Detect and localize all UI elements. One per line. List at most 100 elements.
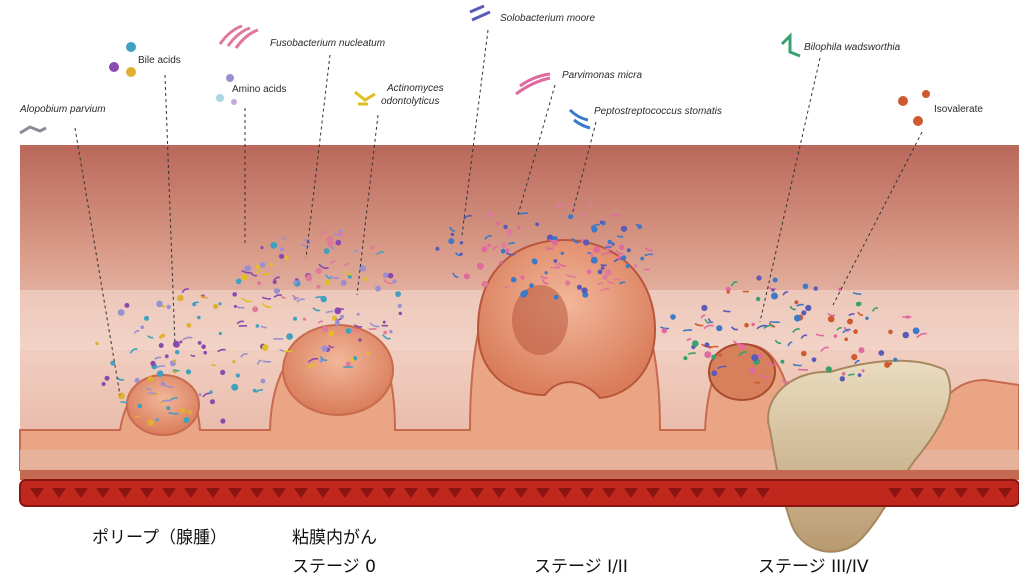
metabolite-dot [878,350,884,356]
metabolite-dot [587,270,592,275]
metabolite-dot [801,351,807,357]
metabolite-dot [199,393,202,396]
isovalerate-glyph [898,96,908,106]
metabolite-dot [826,366,832,372]
fusobacterium-glyph [220,26,258,48]
metabolite-dot [188,410,192,414]
bacterium-rod [121,402,128,403]
metabolite-dot [253,389,257,393]
label-actinomyces-line1: Actinomyces [387,83,444,95]
metabolite-dot [261,379,266,384]
metabolite-dot [186,369,191,374]
metabolite-dot [751,354,758,361]
bacterium-rod [617,236,623,237]
metabolite-dot [399,312,402,315]
metabolite-dot [220,418,225,423]
bilophila-glyph [782,36,800,56]
metabolite-dot [844,338,848,342]
metabolite-dot [716,325,722,331]
metabolite-dot [704,351,711,358]
actinomyces-glyph [355,92,375,104]
metabolite-dot [464,273,470,279]
metabolite-dot [364,277,367,280]
metabolite-dot [305,274,312,281]
metabolite-dot [232,292,237,297]
bacterium-rod [683,330,692,331]
metabolite-dot [293,317,297,321]
metabolite-dot [771,293,778,300]
metabolite-dot [583,213,587,217]
metabolite-dot [102,382,106,386]
metabolite-dot [274,288,280,294]
metabolite-dot [167,305,171,309]
metabolite-dot [590,253,594,257]
metabolite-dot [568,214,573,219]
metabolite-dot [388,273,394,279]
metabolite-dot [398,304,402,308]
metabolite-dot [583,239,589,245]
metabolite-dot [286,333,293,340]
bacterium-rod [504,287,508,288]
metabolite-dot [865,317,868,320]
metabolite-dot [477,263,484,270]
metabolite-dot [573,208,576,211]
label-solobacterium-moore: Solobacterium moore [500,13,595,25]
metabolite-dot [581,287,587,293]
metabolite-dot [503,225,507,229]
metabolite-dot [256,265,260,269]
metabolite-dot [157,370,164,377]
metabolite-dot [156,418,159,421]
metabolite-dot [257,281,261,285]
metabolite-dot [255,324,259,328]
isovalerate-glyph [922,90,930,98]
metabolite-dot [577,285,582,290]
metabolite-dot [612,243,615,246]
metabolite-dot [316,268,322,274]
metabolite-dot [234,305,237,308]
polyp-mucosal-cancer [283,325,393,415]
metabolite-dot [383,273,388,278]
metabolite-dot [520,275,524,279]
metabolite-dot [317,285,321,289]
metabolite-dot [201,344,206,349]
solobacterium-glyph [470,6,490,20]
metabolite-dot [346,328,352,334]
amino-acid-glyph [216,94,224,102]
metabolite-dot [220,370,225,375]
metabolite-dot [435,247,439,251]
metabolite-dot [842,372,846,376]
metabolite-dot [840,376,845,381]
metabolite-dot [637,224,642,229]
metabolite-dot [482,281,488,287]
metabolite-dot [219,302,222,305]
metabolite-dot [135,378,140,383]
bacterium-rod [519,213,528,214]
metabolite-dot [773,278,778,283]
metabolite-dot [366,352,369,355]
label-amino-acids: Amino acids [232,84,286,96]
bile-acid-glyph [109,62,119,72]
metabolite-dot [771,289,774,292]
metabolite-dot [705,342,710,347]
metabolite-dot [552,240,558,246]
metabolite-dot [105,376,110,381]
metabolite-dot [231,384,238,391]
metabolite-dot [150,361,155,366]
metabolite-dot [520,291,527,298]
metabolite-dot [252,306,258,312]
metabolite-dot [448,238,454,244]
metabolite-dot [173,359,176,362]
metabolite-dot [517,226,520,229]
metabolite-dot [270,242,277,249]
metabolite-dot [626,264,630,268]
metabolite-dot [180,340,183,343]
metabolite-dot [138,404,143,409]
metabolite-dot [532,258,538,264]
metabolite-dot [744,323,749,328]
metabolite-dot [389,330,392,333]
metabolite-dot [568,204,571,207]
metabolite-dot [166,406,170,410]
metabolite-dot [751,323,755,327]
metabolite-dot [244,265,251,272]
